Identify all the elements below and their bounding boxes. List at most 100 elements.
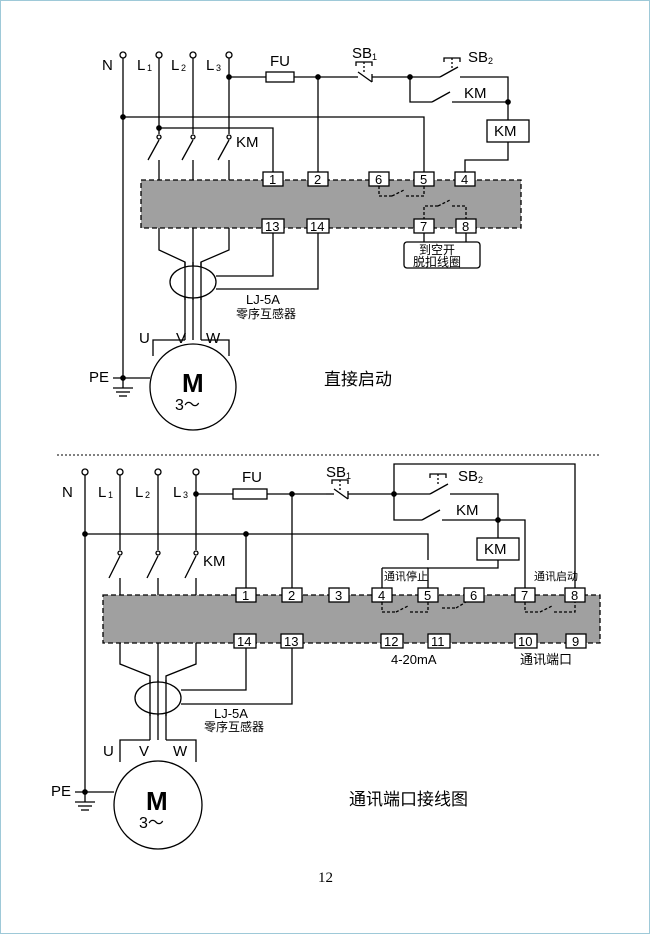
km-blade-l3: [184, 555, 197, 579]
terminal-box: [281, 587, 303, 603]
km-hold-contact: [431, 91, 451, 103]
terminal-l2: [154, 468, 162, 476]
relay-6-contact: [391, 189, 405, 197]
terminal-box: [307, 171, 329, 187]
terminal-l1: [116, 468, 124, 476]
coil-to-t5: [427, 560, 499, 588]
km-hold-wire: [393, 494, 422, 521]
ct-to-t13: [216, 233, 274, 277]
label-l2: L: [171, 57, 179, 74]
sb2-contact: [439, 66, 459, 78]
terminal-box: [235, 587, 257, 603]
n-bus: [85, 533, 429, 560]
km-contact-l2: [155, 550, 161, 556]
node: [505, 99, 511, 105]
label-l1-sub: 1: [108, 490, 113, 500]
node: [495, 517, 501, 523]
terminal-n: [81, 468, 89, 476]
label-l1: L: [137, 57, 145, 74]
label-l2-sub: 2: [181, 63, 186, 73]
terminals-bottom-1: 13 14 7 8: [261, 218, 477, 234]
ct-to-t14: [181, 648, 247, 691]
fuse-fu-2: [232, 488, 268, 500]
label-l2-sub: 2: [145, 490, 150, 500]
motor-2: [113, 760, 203, 850]
ct-to-t13: [181, 648, 293, 705]
km-main-label: KM: [236, 134, 259, 151]
node: [193, 491, 199, 497]
fuse-label: FU: [242, 469, 262, 486]
terminal-number: 10: [518, 634, 532, 649]
label-l3-sub: 3: [183, 490, 188, 500]
caption-comm-port: 通讯端口接线图: [349, 790, 468, 810]
relay-78: [524, 602, 540, 613]
terminal-box: [427, 633, 451, 649]
terminal-box: [463, 587, 485, 603]
terminal-number: 13: [284, 634, 298, 649]
analog-label: 4-20mA: [391, 652, 437, 667]
terminal-number: 4: [461, 172, 468, 187]
sb2-label: SB: [458, 468, 478, 485]
terminal-number: 7: [521, 588, 528, 603]
ct-model: LJ-5A: [246, 292, 280, 307]
diagram-direct-start: N L 1 L 2 L 3 FU SB 1 SB 2: [89, 45, 530, 431]
km-contact-l2: [190, 134, 196, 140]
pe-label: PE: [89, 369, 109, 386]
sb1-contact: [333, 488, 349, 500]
km-coil-label: KM: [484, 541, 507, 558]
ct-model: LJ-5A: [214, 706, 248, 721]
terminal-number: 13: [265, 219, 279, 234]
label-l1: L: [98, 484, 106, 501]
sb1-label: SB: [352, 45, 372, 62]
terminal-box: [565, 633, 587, 649]
km-contact-l1: [117, 550, 123, 556]
label-v: V: [139, 743, 149, 760]
label-l3-sub: 3: [216, 63, 221, 73]
terminal-number: 9: [572, 634, 579, 649]
km-hold-contact: [421, 509, 441, 521]
label-v: V: [176, 330, 186, 347]
motor-lead-u: [119, 739, 150, 762]
label-l3: L: [173, 484, 181, 501]
relay-78-contact: [437, 199, 451, 207]
node: [82, 531, 88, 537]
terminal-number: 5: [420, 172, 427, 187]
terminal-number: 11: [431, 634, 445, 649]
sb2-sub: 2: [488, 56, 493, 66]
km-hold-wire-2: [442, 519, 526, 588]
km-blade-l2: [181, 139, 194, 161]
relay-45: [381, 602, 396, 613]
sb2-to-coil: [460, 76, 509, 125]
terminal-box: [454, 171, 476, 187]
km-contact-l3: [226, 134, 232, 140]
ct-to-t14: [216, 233, 319, 290]
fuse-fu: [265, 71, 295, 83]
pe-label: PE: [51, 783, 71, 800]
terminal-number: 12: [384, 634, 398, 649]
label-l1-sub: 1: [147, 63, 152, 73]
motor-lead-w: [201, 339, 230, 356]
terminal-l1: [155, 51, 163, 59]
terminal-box: [380, 633, 404, 649]
km-blade-l3: [217, 139, 230, 161]
terminals-top-1: 1 2 6 5 4: [262, 171, 476, 187]
km-contact-l3: [193, 550, 199, 556]
motor-letter: M: [182, 368, 204, 398]
sb2-label: SB: [468, 49, 488, 66]
sb1-sub: 1: [346, 471, 351, 481]
motor: [149, 343, 237, 431]
terminals-top-2: 1 2 3 4 5 6 7 8: [235, 587, 586, 603]
terminal-number: 1: [269, 172, 276, 187]
coil-to-t4: [464, 142, 509, 172]
terminal-number: 6: [375, 172, 382, 187]
km-blade-l1: [108, 555, 121, 579]
terminal-box: [514, 633, 538, 649]
terminal-number: 4: [378, 588, 385, 603]
terminal-number: 14: [310, 219, 324, 234]
motor-sub: 3～: [139, 815, 164, 832]
km-hold-wire: [409, 77, 432, 103]
l-to-t1: [159, 127, 274, 172]
km-contact-l1: [156, 134, 162, 140]
km-blade-l2: [146, 555, 159, 579]
